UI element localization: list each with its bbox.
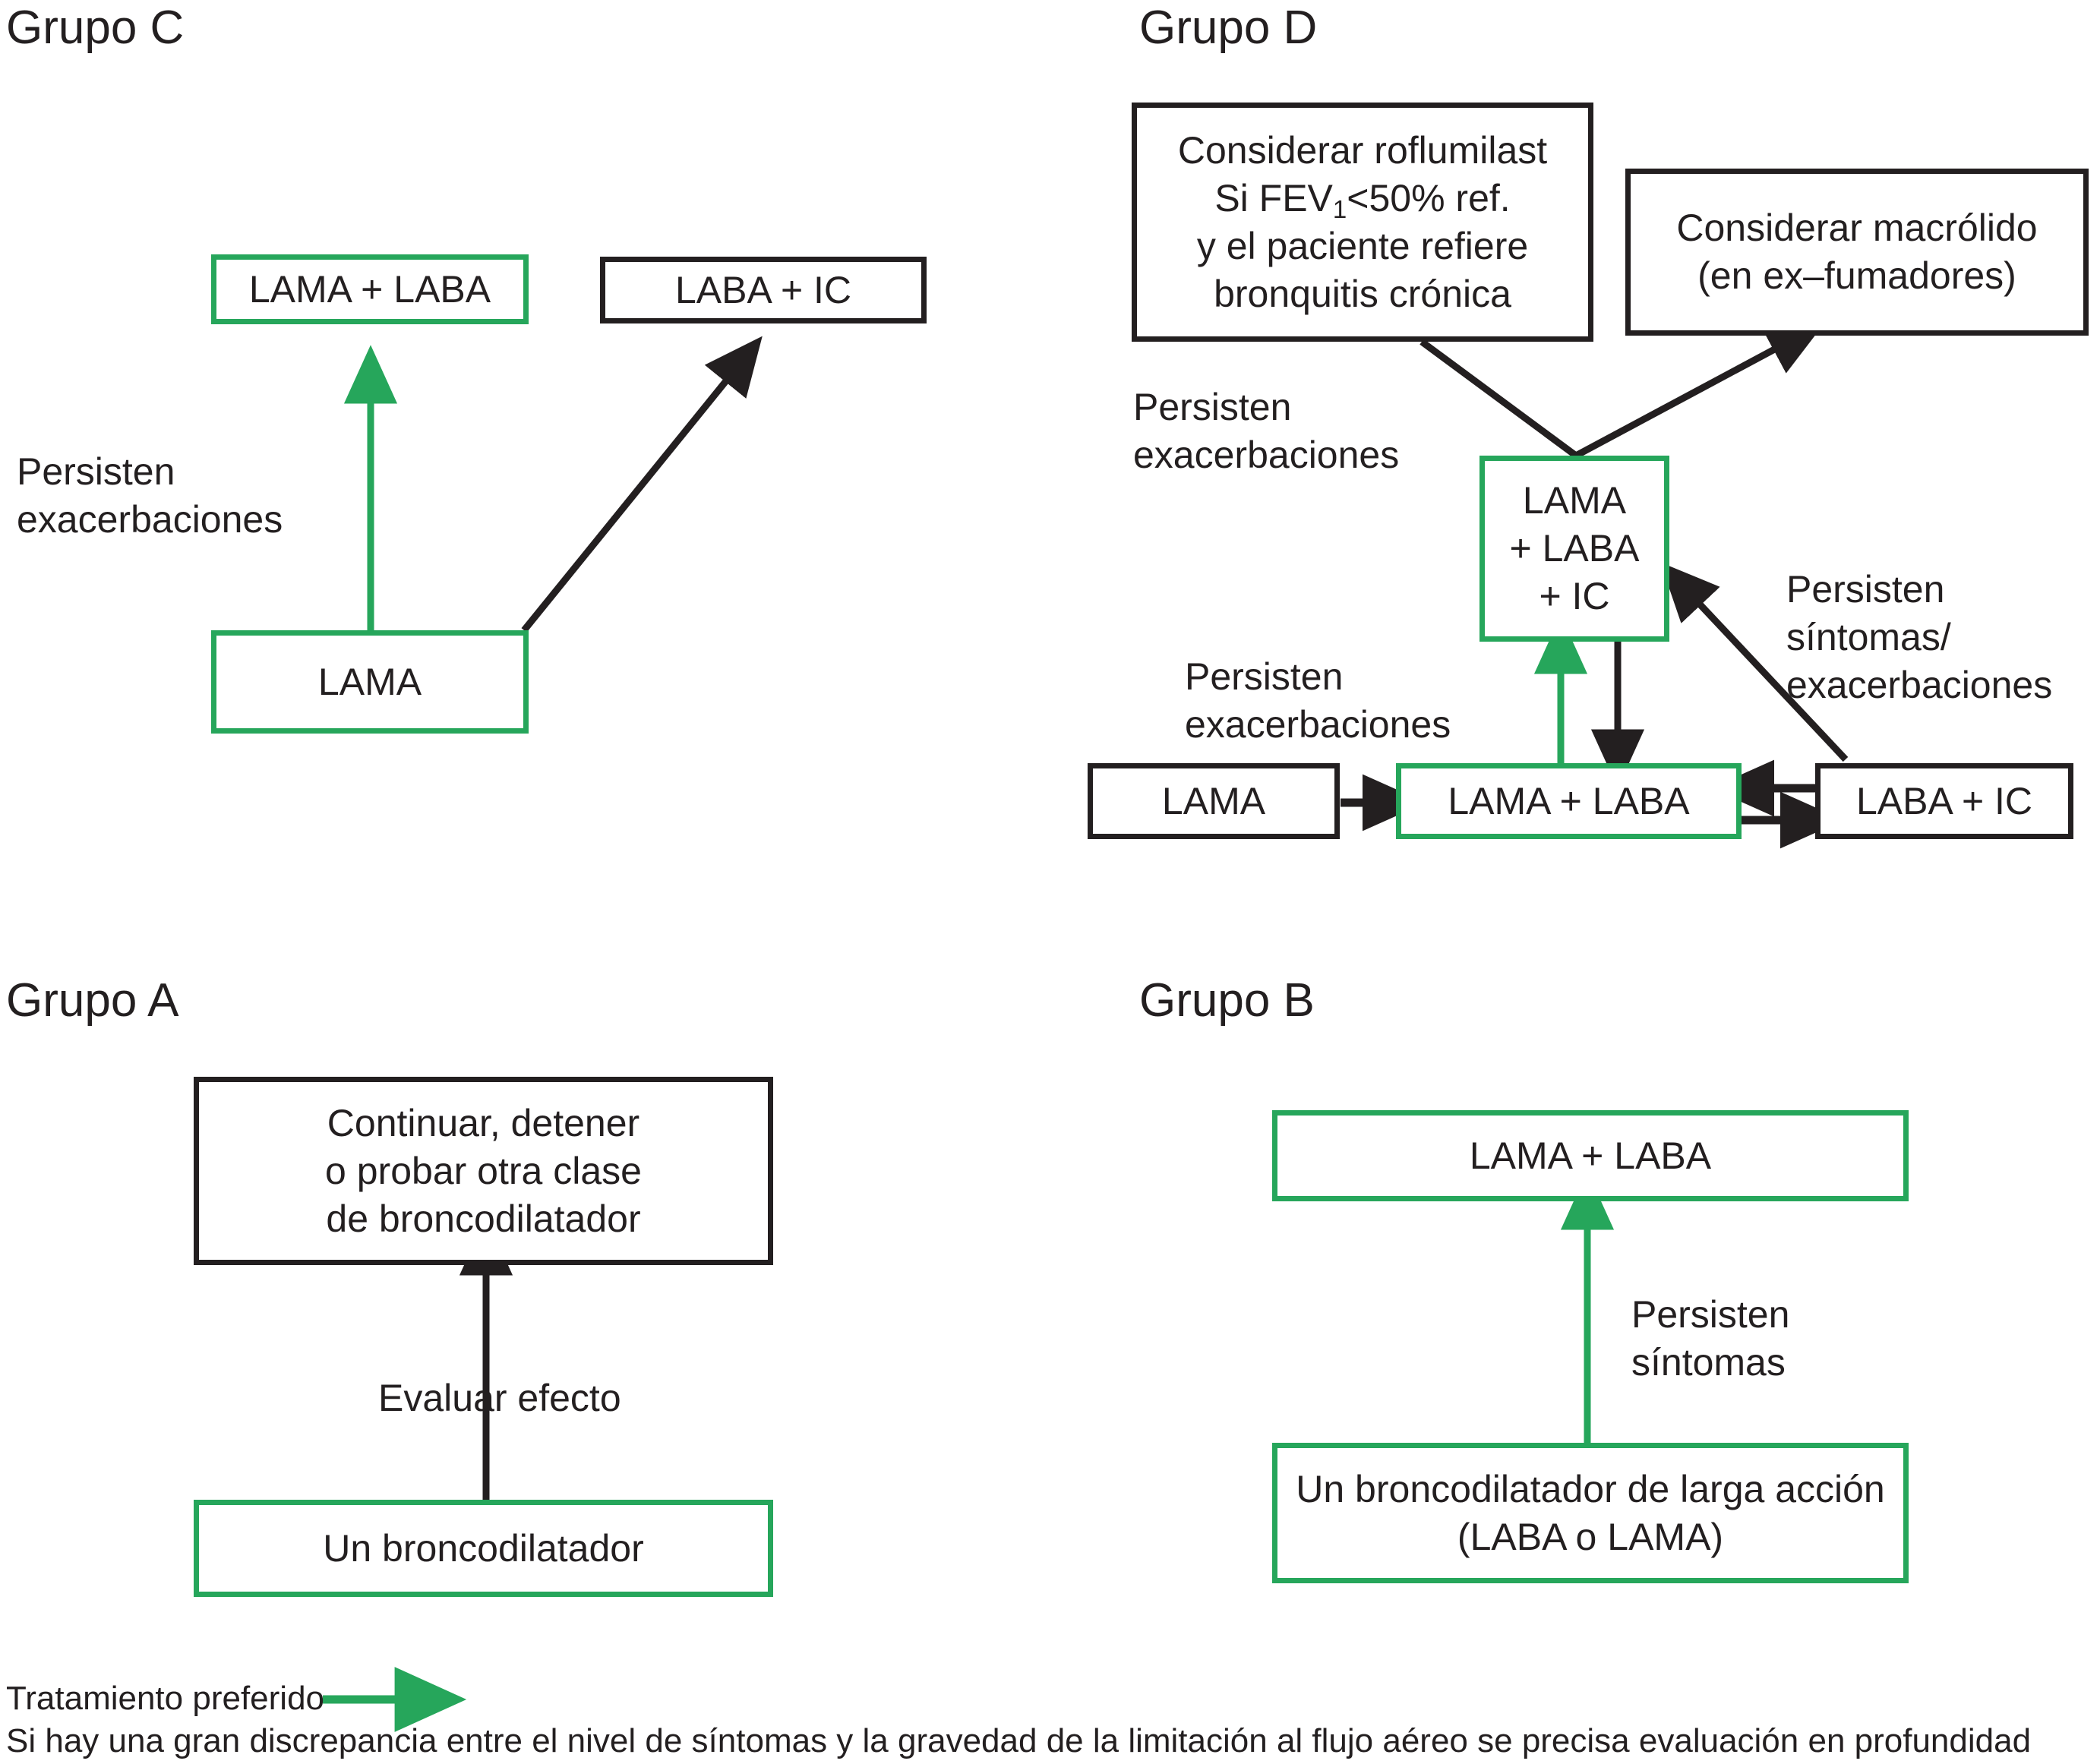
box-d-lama[interactable]: LAMA bbox=[1088, 763, 1340, 839]
box-a-broncodilatador[interactable]: Un broncodilatador bbox=[194, 1500, 773, 1597]
panel-title-grupo-b: Grupo B bbox=[1139, 974, 1315, 1027]
box-c-lama-label: LAMA bbox=[317, 660, 422, 703]
box-d-laba-ic[interactable]: LABA + IC bbox=[1815, 763, 2073, 839]
box-c-lama-laba[interactable]: LAMA + LABA bbox=[211, 254, 529, 324]
box-c-lama-laba-label: LAMA + LABA bbox=[248, 267, 491, 311]
label-a-evaluar-efecto: Evaluar efecto bbox=[378, 1377, 621, 1419]
legend-preferred-treatment: Tratamiento preferido bbox=[6, 1680, 324, 1718]
label-c-persisten-exacerbaciones: Persisten exacerbaciones bbox=[17, 450, 283, 541]
box-d-laba-ic-label: LABA + IC bbox=[1855, 779, 2033, 822]
box-b-lama-laba[interactable]: LAMA + LABA bbox=[1272, 1110, 1909, 1201]
box-d-lama-laba-label: LAMA + LABA bbox=[1448, 779, 1690, 822]
box-d-macrolido[interactable]: Considerar macrólido (en ex–fumadores) bbox=[1625, 169, 2089, 336]
box-a-continuar[interactable]: Continuar, detener o probar otra clase d… bbox=[194, 1077, 773, 1265]
legend-preferred-treatment-label: Tratamiento preferido bbox=[6, 1680, 325, 1717]
box-d-roflumilast-label: Considerar roflumilast Si FEV1<50% ref. … bbox=[1177, 128, 1548, 315]
box-b-lama-laba-label: LAMA + LABA bbox=[1469, 1134, 1712, 1177]
label-d-persisten-exacerbaciones-bottom: Persisten exacerbaciones bbox=[1185, 655, 1451, 746]
panel-title-grupo-d: Grupo D bbox=[1139, 2, 1318, 54]
label-d-persisten-sintomas-exacerbaciones: Persisten síntomas/ exacerbaciones bbox=[1786, 568, 2053, 706]
box-a-broncodilatador-label: Un broncodilatador bbox=[323, 1526, 644, 1570]
box-a-continuar-label: Continuar, detener o probar otra clase d… bbox=[325, 1101, 642, 1240]
label-b-persisten-sintomas: Persisten síntomas bbox=[1631, 1293, 1790, 1384]
box-b-larga-accion-label: Un broncodilatador de larga acción (LABA… bbox=[1296, 1467, 1885, 1558]
box-d-roflumilast[interactable]: Considerar roflumilast Si FEV1<50% ref. … bbox=[1132, 103, 1593, 342]
footnote-discrepancia: Si hay una gran discrepancia entre el ni… bbox=[6, 1722, 2032, 1759]
panel-title-grupo-c: Grupo C bbox=[6, 2, 185, 54]
box-d-triple-label: LAMA + LABA + IC bbox=[1509, 479, 1640, 617]
box-d-triple[interactable]: LAMA + LABA + IC bbox=[1479, 456, 1669, 642]
box-d-lama-laba[interactable]: LAMA + LABA bbox=[1396, 763, 1742, 839]
box-b-larga-accion[interactable]: Un broncodilatador de larga acción (LABA… bbox=[1272, 1443, 1909, 1583]
box-c-laba-ic-label: LABA + IC bbox=[674, 268, 852, 311]
arrow-c-lama-to-labaic bbox=[521, 336, 763, 633]
panel-title-grupo-a: Grupo A bbox=[6, 974, 179, 1027]
box-c-laba-ic[interactable]: LABA + IC bbox=[600, 257, 927, 323]
label-d-persisten-exacerbaciones-top: Persisten exacerbaciones bbox=[1133, 386, 1400, 476]
line-d-roflumilast-to-triple bbox=[1419, 339, 1578, 459]
arrow-d-triple-to-macrolido bbox=[1574, 322, 1826, 459]
box-c-lama[interactable]: LAMA bbox=[211, 630, 529, 734]
box-d-macrolido-label: Considerar macrólido (en ex–fumadores) bbox=[1676, 207, 2038, 297]
box-d-lama-label: LAMA bbox=[1161, 779, 1266, 822]
